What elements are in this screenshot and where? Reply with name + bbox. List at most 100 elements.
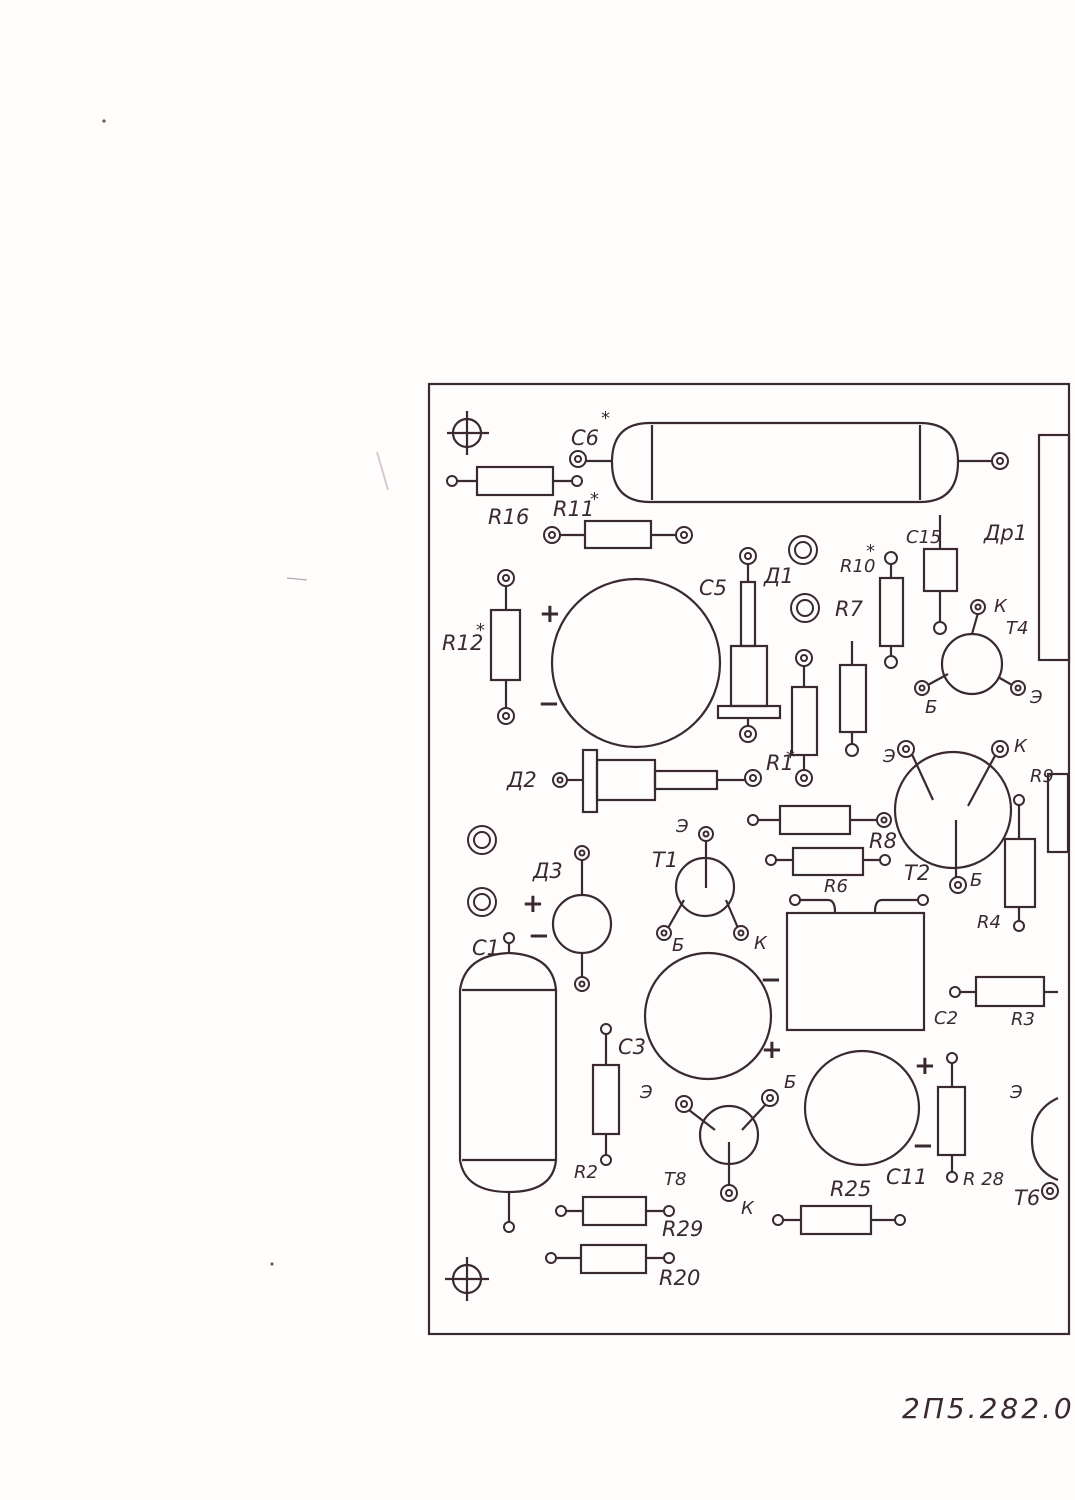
label-r8: R8	[869, 829, 897, 853]
label-t6-e: Э	[1009, 1082, 1023, 1103]
label-r20: R20	[659, 1266, 700, 1290]
label-t8-e: Э	[639, 1082, 653, 1103]
minus-sign-c2: −	[760, 965, 782, 995]
label-r29: R29	[662, 1217, 703, 1241]
resistor-r28	[936, 1052, 967, 1183]
resistor-r2	[591, 1023, 621, 1166]
resistor-r7	[838, 641, 868, 757]
resistor-r6	[765, 846, 891, 877]
label-r4: R4	[977, 912, 1001, 933]
label-r25: R25	[830, 1177, 871, 1201]
choke-dr1-body	[1037, 433, 1071, 662]
resistor-r16	[446, 465, 583, 497]
resistor-r8	[747, 804, 892, 836]
capacitor-electrolytic-top	[550, 577, 722, 749]
scan-speck	[102, 119, 106, 123]
diode-d2	[552, 748, 762, 814]
label-t2-k: К	[1014, 736, 1028, 757]
scan-mark	[376, 451, 389, 491]
resistor-r1	[790, 649, 819, 787]
label-r11: R11	[553, 497, 594, 521]
diode-d1	[788, 535, 820, 623]
label-t6: T6	[1014, 1186, 1040, 1210]
transistor-t1	[656, 826, 749, 941]
label-r10: R10	[840, 556, 875, 577]
capacitor-c6	[569, 421, 1009, 504]
label-t4: T4	[1006, 618, 1028, 639]
mounting-hole-bottom	[445, 1257, 489, 1301]
label-dr1: Др1	[983, 521, 1027, 545]
label-r12: R12	[442, 631, 483, 655]
label-r10-star: *	[866, 541, 875, 562]
label-d1: Д1	[763, 564, 794, 588]
mounting-hole-top	[447, 411, 489, 455]
resistor-r3	[949, 975, 1058, 1008]
capacitor-c15	[922, 515, 959, 635]
resistor-r4	[1003, 794, 1037, 932]
label-r11-star: *	[590, 489, 599, 510]
scan-mark	[286, 577, 308, 581]
label-r7: R7	[835, 597, 864, 621]
transistor-t8	[675, 1089, 779, 1202]
label-c6: C6	[571, 426, 599, 450]
capacitor-c5	[716, 547, 782, 743]
label-t2: T2	[904, 861, 930, 885]
label-r12-star: *	[476, 620, 485, 641]
transistor-t4	[914, 599, 1026, 696]
resistor-r11	[543, 519, 693, 550]
label-r3: R3	[1011, 1009, 1035, 1030]
resistor-r9	[1046, 772, 1070, 854]
label-r9: R9	[1030, 766, 1054, 787]
diode-d3	[551, 845, 613, 992]
label-t8: T8	[664, 1169, 686, 1190]
resistor-r12	[489, 569, 522, 725]
label-d2: Д2	[506, 768, 537, 792]
capacitor-c1	[458, 932, 558, 1233]
drawing-number: 2П5.282.0	[902, 1392, 1075, 1425]
label-c1: C1	[472, 936, 500, 960]
resistor-r25	[772, 1204, 906, 1236]
label-c11: C11	[886, 1165, 927, 1189]
scan-speck	[270, 1262, 274, 1266]
label-c2: C2	[934, 1008, 958, 1029]
transistor-t2	[893, 740, 1013, 894]
minus-sign-top-cap: −	[538, 689, 560, 719]
plus-sign-d3: +	[522, 889, 544, 919]
label-r1: R1	[766, 751, 794, 775]
label-t4-e: Э	[1029, 687, 1043, 708]
capacitor-c3	[643, 951, 773, 1081]
capacitor-c11	[803, 1049, 921, 1167]
label-r2: R2	[574, 1162, 598, 1183]
capacitor-c2	[785, 894, 929, 1032]
label-r16: R16	[488, 505, 529, 529]
label-t2-e: Э	[882, 746, 896, 767]
minus-sign-c11: −	[912, 1131, 934, 1161]
transistor-t6	[1030, 1097, 1059, 1200]
label-r6: R6	[824, 876, 848, 897]
label-c3: C3	[618, 1035, 646, 1059]
minus-sign-d3: −	[528, 921, 550, 951]
label-t1: T1	[652, 848, 678, 872]
label-t1-b: Б	[672, 935, 684, 956]
label-t4-k: К	[994, 596, 1008, 617]
label-t4-b: Б	[925, 697, 937, 718]
label-c6-star: *	[601, 408, 610, 429]
resistor-r29	[555, 1195, 675, 1227]
label-t1-k: К	[754, 933, 768, 954]
label-d3: Д3	[532, 859, 563, 883]
label-c15: C15	[906, 527, 941, 548]
terminal-pads-left	[467, 825, 497, 917]
plus-sign-c3: +	[761, 1035, 783, 1065]
label-t1-e: Э	[675, 816, 689, 837]
board-outline	[427, 382, 1071, 1336]
label-r1-star: *	[786, 747, 795, 768]
label-t2-b: Б	[970, 870, 982, 891]
label-t8-b: Б	[784, 1072, 796, 1093]
plus-sign-c11: +	[914, 1051, 936, 1081]
label-c5: C5	[699, 576, 727, 600]
resistor-r20	[545, 1243, 675, 1275]
plus-sign-top-cap: +	[539, 599, 561, 629]
label-t8-k: К	[741, 1198, 755, 1219]
label-r28: R 28	[963, 1169, 1004, 1190]
